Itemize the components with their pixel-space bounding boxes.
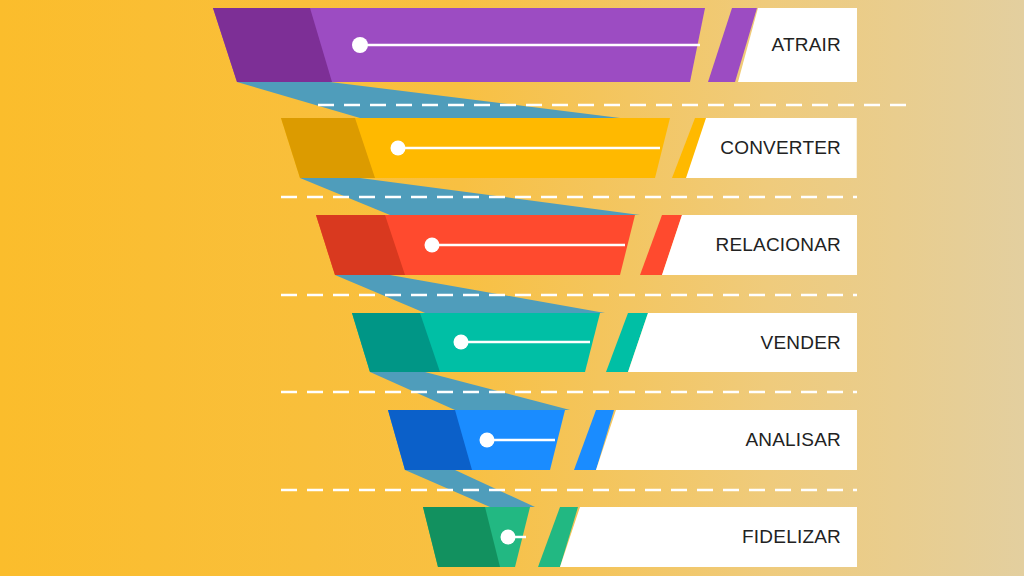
funnel-band-shade: [352, 313, 440, 372]
stage-label: VENDER: [761, 332, 841, 354]
funnel-band-shade: [316, 215, 405, 275]
funnel-band: [352, 313, 600, 372]
stage-label: RELACIONAR: [715, 234, 841, 256]
dashed-separator: [281, 105, 912, 490]
funnel-band-shade: [423, 507, 500, 567]
funnel-band-shade: [388, 410, 472, 470]
label-box: ANALISAR: [596, 410, 857, 470]
label-box: RELACIONAR: [662, 215, 857, 275]
stage-label: ANALISAR: [745, 429, 841, 451]
stage-label: CONVERTER: [720, 137, 841, 159]
funnel-band: [423, 507, 530, 567]
funnel-band: [213, 8, 705, 82]
funnel-band-shade: [213, 8, 332, 82]
label-box: CONVERTER: [686, 118, 857, 178]
label-box: VENDER: [628, 313, 857, 372]
label-box: ATRAIR: [738, 8, 857, 82]
funnel-band: [281, 118, 670, 178]
funnel-band: [388, 410, 565, 470]
label-box: FIDELIZAR: [560, 507, 857, 567]
funnel-band-shade: [281, 118, 375, 178]
funnel-band: [316, 215, 635, 275]
stage-label: ATRAIR: [772, 34, 841, 56]
stage-label: FIDELIZAR: [742, 526, 841, 548]
